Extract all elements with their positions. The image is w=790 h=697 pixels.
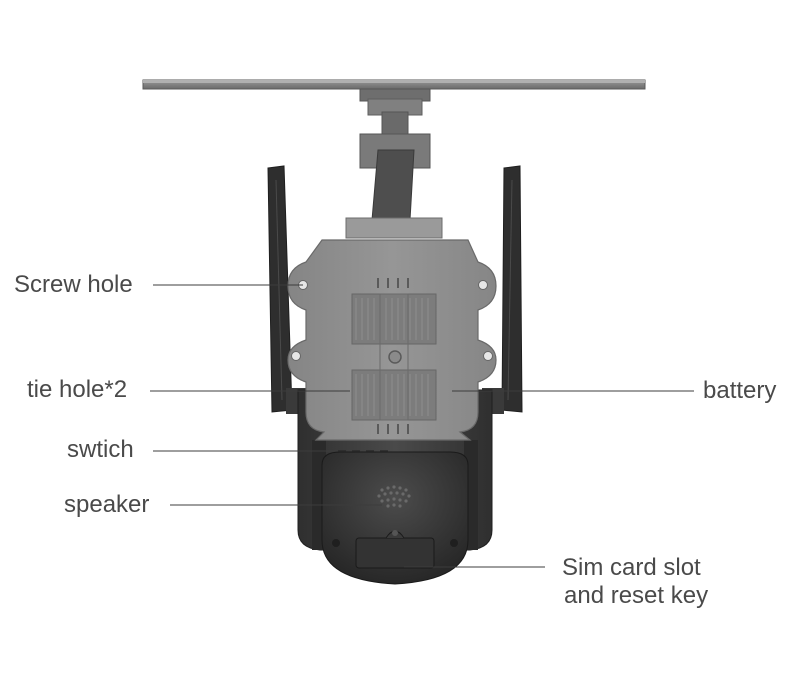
label-sim-line1: Sim card slot: [562, 554, 701, 581]
speaker-grille: [377, 485, 411, 508]
sim-slot-cover: [355, 530, 435, 569]
leader-lines: [150, 284, 694, 568]
label-switch: swtich: [67, 436, 134, 463]
label-screw-hole: Screw hole: [14, 271, 133, 298]
mount-bracket: [345, 133, 443, 239]
solar-panel: [142, 79, 646, 137]
camera-dome: [321, 451, 469, 585]
label-sim-line2: and reset key: [564, 582, 709, 609]
label-tie-hole: tie hole*2: [27, 376, 128, 403]
antenna-left: [267, 165, 308, 414]
label-speaker: speaker: [64, 491, 150, 518]
tie-hole-pads: [351, 293, 437, 421]
label-battery: battery: [703, 377, 777, 404]
mount-plate: [287, 239, 497, 452]
